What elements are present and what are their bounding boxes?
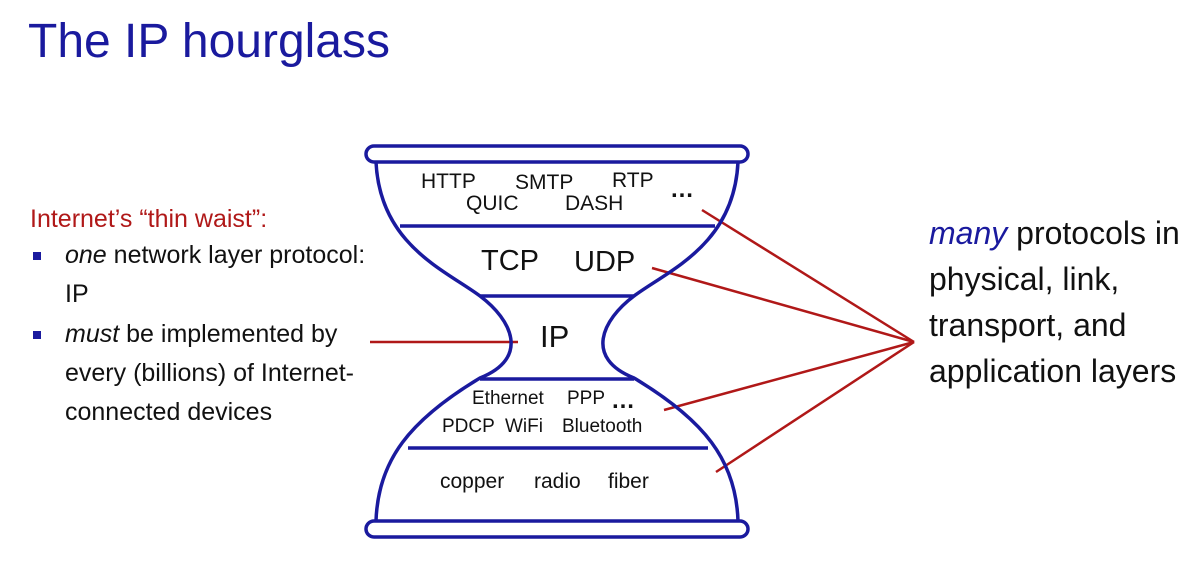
many-emphasis: many [929,215,1008,251]
link-layer: Ethernet PPP … PDCP WiFi Bluetooth [442,387,642,437]
hourglass-top-cap [364,144,750,164]
protocol-ppp: PPP [567,388,605,409]
hourglass-outline [364,144,750,539]
pointer-line-physical [715,340,915,474]
pointer-line-transport [651,266,915,344]
protocol-smtp: SMTP [515,171,573,194]
protocol-ethernet: Ethernet [472,388,545,409]
more-application-protocols: … [670,176,694,203]
transport-layer: TCP UDP [481,245,635,278]
protocol-http: HTTP [421,170,476,193]
bullet-text: network layer protocol: IP [65,241,366,308]
protocol-wifi: WiFi [505,416,543,437]
pointer-lines [370,208,915,474]
network-layer: IP [540,319,569,354]
protocol-udp: UDP [574,246,635,278]
square-bullet-icon [33,331,41,339]
protocol-rtp: RTP [612,169,654,192]
many-protocols-text: protocols in physical, link, transport, … [929,215,1180,389]
protocol-quic: QUIC [466,192,519,215]
slide-title: The IP hourglass [28,15,390,68]
pointer-line-link [663,340,915,412]
medium-copper: copper [440,470,504,493]
square-bullet-icon [33,252,41,260]
more-link-protocols: … [611,387,635,414]
protocol-dash: DASH [565,192,623,215]
bullet-must-implement: must be implemented by every (billions) … [30,315,370,432]
thin-waist-notes: Internet’s “thin waist”: one network lay… [30,204,370,432]
application-layer: HTTP SMTP RTP QUIC DASH … [421,169,694,215]
hourglass-left-curve [374,161,513,522]
hourglass-right-curve [601,161,740,522]
medium-radio: radio [534,470,581,493]
hourglass-bottom-cap [364,519,750,539]
protocol-pdcp: PDCP [442,416,495,437]
bullet-text: be implemented by every (billions) of In… [65,320,355,426]
medium-fiber: fiber [608,470,649,493]
pointer-line-application [701,208,915,344]
bullet-one-network-layer: one network layer protocol: IP [30,236,370,314]
thin-waist-heading: Internet’s “thin waist”: [30,205,268,233]
protocol-ip: IP [540,319,569,354]
protocol-tcp: TCP [481,245,539,277]
protocol-bluetooth: Bluetooth [562,416,642,437]
physical-layer: copper radio fiber [440,470,649,493]
bullet-emphasis: one [65,241,107,269]
many-protocols-note: many protocols in physical, link, transp… [929,210,1194,394]
bullet-emphasis: must [65,320,120,348]
